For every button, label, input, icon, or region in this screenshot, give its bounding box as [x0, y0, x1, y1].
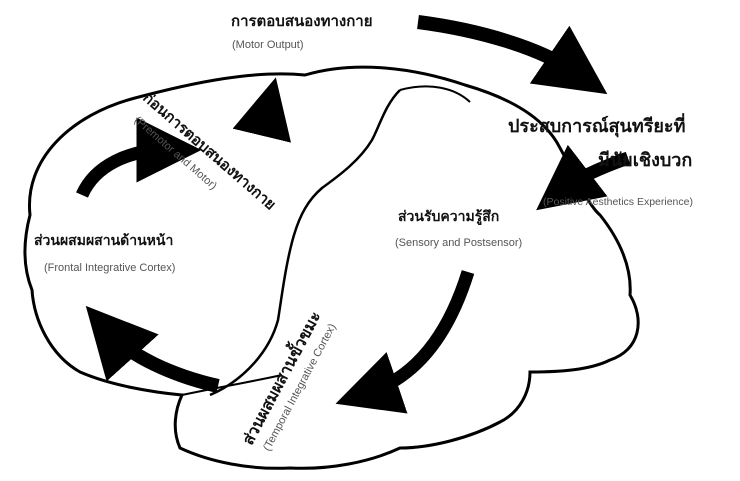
aesthetic-thai-label-line1: ประสบการณ์สุนทรียะที่ [508, 116, 686, 137]
frontal-thai-label: ส่วนผสมผสานด้านหน้า [34, 233, 174, 249]
arrow-motor-output-to-aesthetic [417, 15, 608, 95]
motor-output-thai-label: การตอบสนองทางกาย [231, 12, 373, 30]
central-sulcus [209, 89, 401, 397]
parietal-fold [399, 85, 471, 103]
arrow-temporal-to-frontal [85, 305, 220, 393]
arrow-frontal-to-premotor [76, 117, 202, 198]
aesthetic-english-label: (Positive Aesthetics Experience) [543, 196, 693, 208]
arrow-aesthetic-to-sensory [536, 144, 631, 211]
motor-output-english-label: (Motor Output) [232, 39, 304, 51]
arrow-premotor-to-motor-output [232, 77, 292, 143]
sensory-thai-label: ส่วนรับความรู้สึก [398, 209, 500, 225]
sensory-english-label: (Sensory and Postsensor) [395, 237, 523, 249]
temporal-fold [181, 374, 283, 396]
aesthetic-thai-label-line2: มีนัยเชิงบวก [598, 150, 693, 171]
brain-outline [23, 65, 640, 470]
frontal-english-label: (Frontal Integrative Cortex) [44, 262, 176, 274]
arrow-sensory-to-temporal [335, 270, 475, 414]
